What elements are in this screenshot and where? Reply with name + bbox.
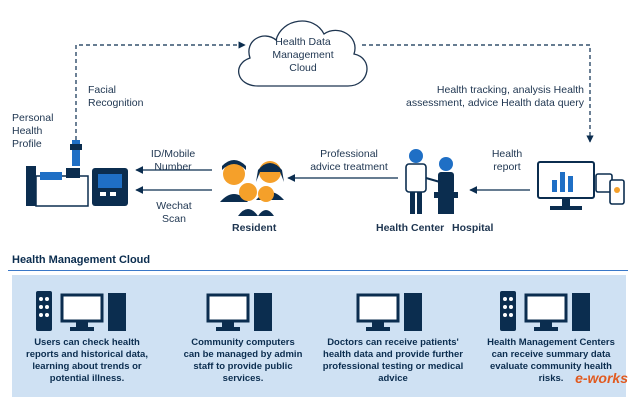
feature-card-centers: Health Management Centers can receive su… — [476, 275, 626, 397]
health-center-label: Health Center — [376, 222, 445, 234]
hospital-label: Hospital — [452, 222, 494, 234]
cloud-label: Health Data Management Cloud — [272, 36, 334, 74]
health-report-label: Health report — [491, 148, 523, 173]
resident-label: Resident — [232, 222, 277, 234]
personal-health-profile-label: Personal Health Profile — [12, 112, 54, 150]
wechat-scan-label: Wechat Scan — [156, 200, 192, 225]
health-tracking-label: Health tracking, analysis Health assessm… — [405, 84, 584, 109]
section-title: Health Management Cloud — [12, 254, 151, 266]
feature-card-text: Users can check health reports and histo… — [26, 337, 148, 384]
feature-card-text: Community computers can be managed by ad… — [183, 337, 303, 384]
dashed-arrow-from-cloud — [362, 44, 594, 143]
computer-icon — [206, 293, 272, 331]
section-divider — [8, 270, 628, 271]
watermark-logo: e-works — [575, 370, 628, 386]
feature-card-users: Users can check health reports and histo… — [12, 275, 162, 397]
feature-card-community: Community computers can be managed by ad… — [168, 275, 318, 397]
cloud-icon — [238, 20, 368, 87]
feature-card-doctors: Doctors can receive patients' health dat… — [318, 275, 468, 397]
resident-family-icon — [220, 160, 284, 216]
doctor-patient-icon — [405, 149, 458, 214]
facial-recognition-label: Facial Recognition — [88, 84, 144, 109]
flow-diagram — [75, 41, 594, 194]
report-monitor-icon — [537, 161, 625, 210]
kiosk-and-computer-icon — [36, 291, 126, 331]
id-mobile-label: ID/Mobile Number — [150, 148, 196, 173]
professional-advice-label: Professional advice treatment — [310, 148, 388, 173]
health-kiosk-icon — [26, 140, 128, 207]
feature-card-text: Doctors can receive patients' health dat… — [322, 337, 464, 384]
computer-icon — [356, 293, 422, 331]
feature-card-text: Health Management Centers can receive su… — [487, 337, 615, 384]
dashed-arrow-to-cloud — [75, 41, 246, 140]
kiosk-and-computer-icon — [500, 291, 590, 331]
feature-panel: Users can check health reports and histo… — [12, 275, 626, 397]
